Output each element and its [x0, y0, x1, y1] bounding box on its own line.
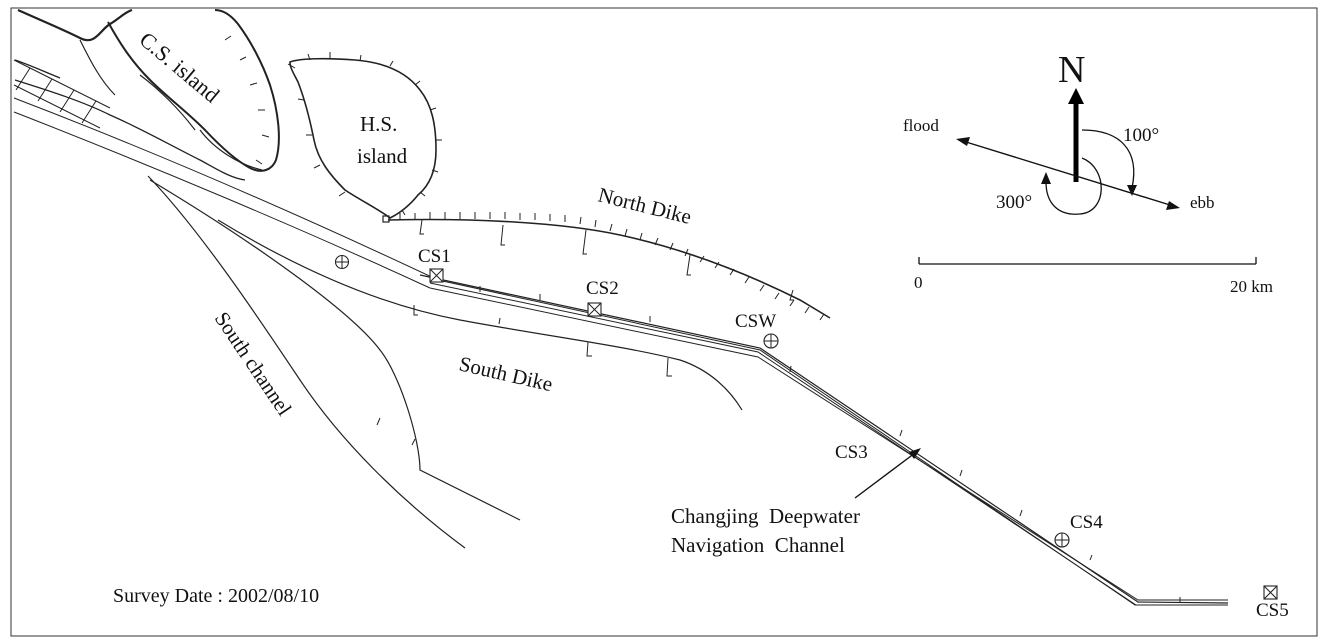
ebb-angle-arc: [1081, 129, 1135, 189]
label-channel-line1: Changjing Deepwater: [671, 504, 860, 528]
hs-island: [287, 52, 442, 223]
station-symbols: [334, 254, 1278, 600]
station-label-cs4: CS4: [1070, 512, 1103, 533]
label-ebb: ebb: [1190, 193, 1215, 212]
station-cs1-symbol: [429, 268, 444, 283]
label-ebb-angle: 100°: [1123, 125, 1159, 146]
scale-end-label: 20 km: [1230, 277, 1273, 296]
flow-axis-line: [965, 141, 1171, 206]
station-label-cs3: CS3: [835, 442, 868, 463]
station-label-cs1: CS1: [418, 246, 451, 267]
scale-start-label: 0: [914, 273, 923, 292]
label-north-dike: North Dike: [596, 183, 694, 229]
label-hs-island-line1: H.S.: [360, 112, 397, 136]
station-cs2-symbol: [587, 302, 602, 317]
compass-rose: N flood ebb 100° 300°: [903, 49, 1215, 215]
flood-angle-arrowhead: [1041, 172, 1051, 184]
flood-arrowhead: [956, 137, 970, 146]
cs-island: [14, 8, 280, 181]
map-frame: [10, 7, 1318, 637]
station-cs4-symbol: [1054, 532, 1070, 548]
station-label-cs5: CS5: [1256, 600, 1289, 621]
north-dike: [387, 212, 831, 321]
flood-angle-arc: [1045, 157, 1102, 215]
station-label-csw: CSW: [735, 311, 776, 332]
label-cs-island: C.S. island: [135, 27, 225, 108]
label-channel-line2: Navigation Channel: [671, 533, 845, 557]
label-survey-date: Survey Date : 2002/08/10: [113, 585, 319, 607]
scale-bar: 0 20 km: [914, 257, 1273, 296]
label-south-channel: South channel: [210, 307, 297, 420]
station-label-cs2: CS2: [586, 278, 619, 299]
station-cs5-symbol: [1263, 585, 1278, 600]
ebb-angle-arrowhead: [1127, 185, 1137, 196]
ebb-arrowhead: [1166, 201, 1180, 210]
reclamation-grid: [13, 59, 111, 129]
station-csw-symbol: [763, 333, 779, 349]
channel-pointer-arrow: [854, 452, 916, 499]
circle-plus-symbol-upper-left: [334, 254, 350, 270]
south-dike: [147, 175, 743, 549]
label-flood-angle: 300°: [996, 192, 1032, 213]
navigation-channel: [13, 97, 1229, 606]
north-arrow-head: [1068, 88, 1084, 104]
label-south-dike: South Dike: [457, 351, 555, 396]
north-letter: N: [1058, 49, 1085, 91]
label-flood: flood: [903, 116, 939, 135]
channel-pointer-arrowhead: [909, 448, 921, 459]
label-hs-island-line2: island: [357, 144, 408, 168]
